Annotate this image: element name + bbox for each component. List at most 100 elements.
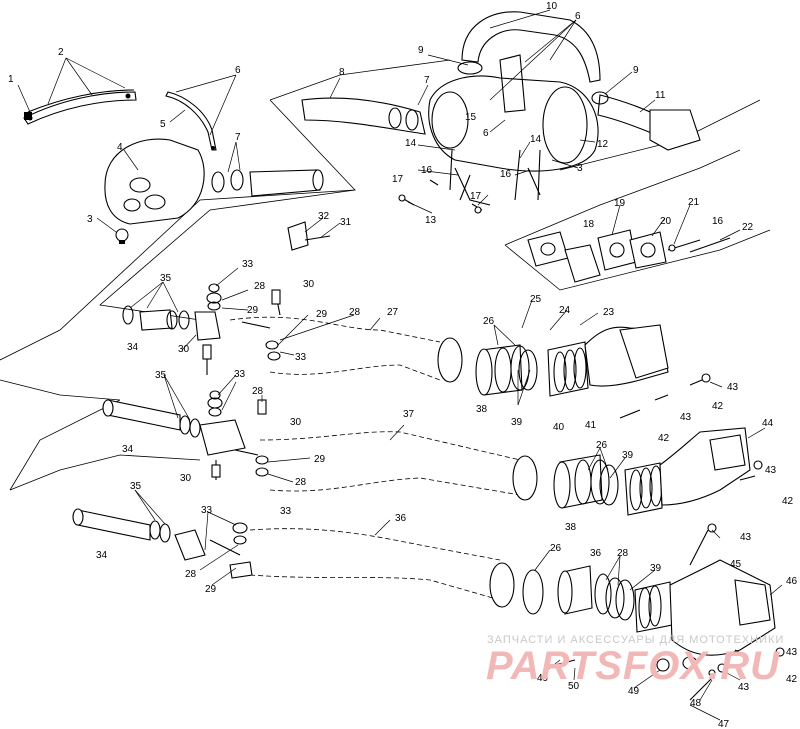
callout: 45 <box>730 559 742 570</box>
callout: 33 <box>295 352 307 363</box>
callout: 23 <box>603 307 615 318</box>
callout: 35 <box>160 273 172 284</box>
callout: 28 <box>295 477 307 488</box>
callout: 29 <box>316 309 328 320</box>
callout: 24 <box>559 305 571 316</box>
callout: 28 <box>349 307 361 318</box>
callout: 47 <box>718 719 730 729</box>
callout: 11 <box>655 90 666 101</box>
callout: 18 <box>583 219 595 230</box>
callout: 17 <box>470 191 482 202</box>
callout: 10 <box>546 1 558 12</box>
heat-shield-bracket <box>23 89 137 125</box>
callout: 30 <box>178 344 190 355</box>
callout: 21 <box>688 197 700 208</box>
callout: 7 <box>424 75 430 86</box>
callout: 30 <box>290 417 302 428</box>
callout: 16 <box>421 165 433 176</box>
callout: 43 <box>680 412 692 423</box>
callout: 39 <box>650 563 662 574</box>
callout: 33 <box>280 506 292 517</box>
callout: 49 <box>628 686 640 697</box>
callout: 38 <box>476 404 488 415</box>
callout: 26 <box>596 440 608 451</box>
callout: 50 <box>568 681 580 692</box>
callout: 34 <box>96 550 108 561</box>
callout: 42 <box>786 674 798 685</box>
callout: 17 <box>392 174 404 185</box>
callout: 36 <box>395 513 407 524</box>
mount-bracket <box>287 221 331 251</box>
outlet-pipe <box>591 91 701 151</box>
callout: 22 <box>742 222 754 233</box>
callout: 26 <box>483 316 495 327</box>
callout: 29 <box>205 584 217 595</box>
coupler-set-3 <box>522 565 673 633</box>
exhaust-pipe-27 <box>229 316 463 383</box>
muffler-left <box>104 138 205 225</box>
callout: 1 <box>8 74 14 85</box>
callout: 30 <box>303 279 315 290</box>
callout: 28 <box>252 386 264 397</box>
leader-lines <box>17 9 783 721</box>
callout: 42 <box>658 433 670 444</box>
callout: 27 <box>387 307 399 318</box>
flange-gaskets <box>527 229 731 283</box>
callout: 12 <box>597 139 609 150</box>
callout: 25 <box>530 294 542 305</box>
hardware-row-2 <box>102 390 269 480</box>
callout: 26 <box>550 543 562 554</box>
callout: 30 <box>180 473 192 484</box>
callout: 7 <box>235 132 241 143</box>
strap <box>165 91 217 151</box>
callout: 13 <box>425 215 437 226</box>
callout: 2 <box>58 47 64 58</box>
callout: 31 <box>340 217 352 228</box>
callout: 43 <box>740 532 752 543</box>
exhaust-pipe-37 <box>259 431 538 501</box>
callout: 20 <box>660 216 672 227</box>
callout: 42 <box>712 401 724 412</box>
callout: 3 <box>87 214 93 225</box>
callout: 5 <box>160 119 166 130</box>
callout: 48 <box>690 698 702 709</box>
callout: 43 <box>738 682 750 693</box>
callout: 14 <box>405 138 417 149</box>
callout: 28 <box>617 548 629 559</box>
callout: 41 <box>585 420 597 431</box>
exhaust-manifold-3 <box>554 559 785 701</box>
mount-hardware-upper <box>398 167 541 214</box>
callout: 39 <box>511 417 523 428</box>
callout: 40 <box>553 422 565 433</box>
callout: 33 <box>242 259 254 270</box>
hardware-row-1 <box>122 283 281 375</box>
callout: 3 <box>577 163 583 174</box>
callout: 8 <box>339 67 345 78</box>
callout: 39 <box>622 450 634 461</box>
callout-labels: 1 2 3 4 5 6 7 8 9 10 6 9 11 7 15 6 14 14… <box>8 1 798 729</box>
callout: 35 <box>155 370 167 381</box>
callout: 29 <box>247 305 259 316</box>
callout: 49 <box>537 673 549 684</box>
callout: 44 <box>762 418 774 429</box>
callout: 16 <box>500 169 512 180</box>
exhaust-manifold-2 <box>659 427 763 566</box>
watermark-logo: PARTSFOX.RU <box>486 644 780 688</box>
callout: 6 <box>483 128 489 139</box>
callout: 34 <box>122 444 134 455</box>
exhaust-manifold-1 <box>584 324 711 419</box>
callout: 46 <box>786 576 798 587</box>
coupler-set-2 <box>553 454 663 516</box>
callout: 4 <box>117 142 123 153</box>
callout: 15 <box>465 112 477 123</box>
muffler-upper <box>428 11 601 201</box>
callout: 43 <box>786 647 798 658</box>
drain-plug <box>115 228 129 244</box>
callout: 42 <box>782 496 794 507</box>
callout: 6 <box>575 11 581 22</box>
tailpipe-upper <box>301 97 426 135</box>
callout: 33 <box>201 505 213 516</box>
hardware-row-3 <box>72 508 253 579</box>
